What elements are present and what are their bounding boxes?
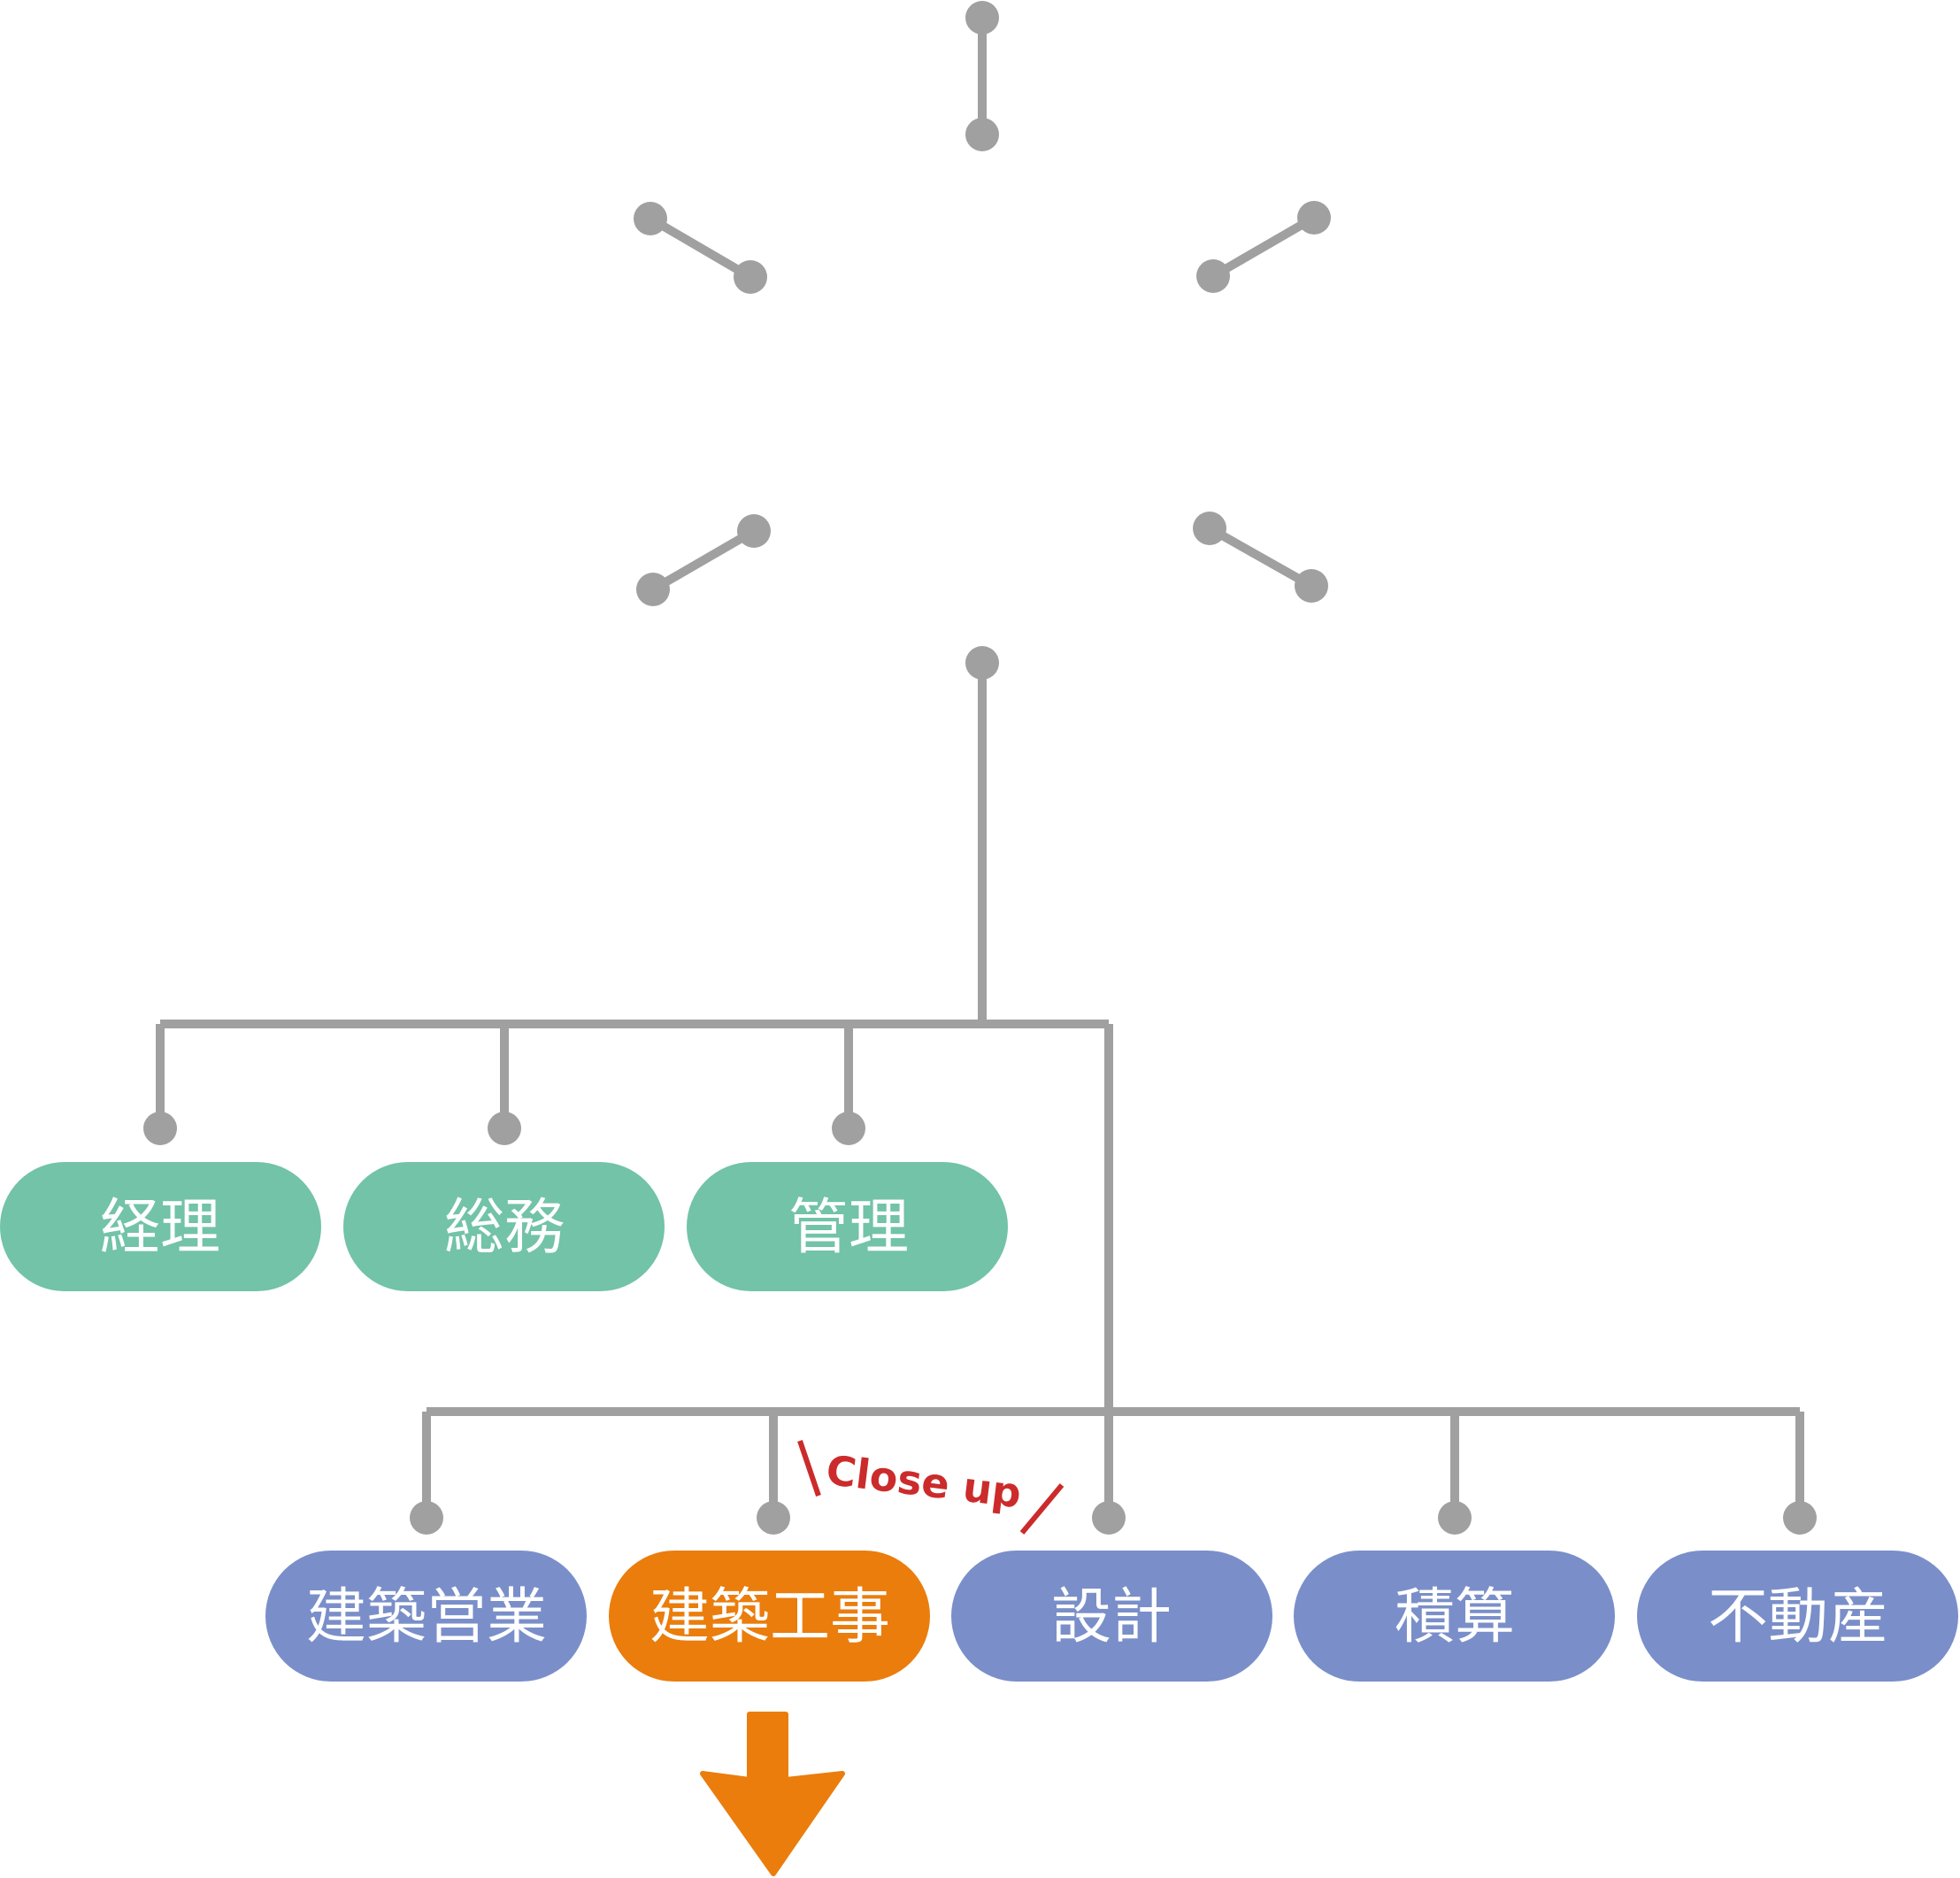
dept-kenchiku-eigyo: 建築営業 (265, 1551, 587, 1682)
connector-lower-left (636, 514, 771, 606)
dept-sekkei: 設計 (951, 1551, 1272, 1682)
tree-lines (143, 646, 1817, 1535)
closeup-label: Close up (824, 1446, 1024, 1518)
dept-kenchiku-koji-label: 建築工事 (649, 1582, 890, 1652)
dept-kanri: 管理 (687, 1162, 1008, 1291)
dept-kanri-label: 管理 (788, 1193, 909, 1263)
dept-sekisan-label: 積算 (1395, 1582, 1515, 1652)
dept-keiri: 経理 (0, 1162, 321, 1291)
dept-sekkei-label: 設計 (1051, 1582, 1172, 1652)
admin-departments: 経理 総務 管理 (0, 1162, 1008, 1291)
dept-fudosan: 不動産 (1637, 1551, 1958, 1682)
down-arrow-icon (700, 1712, 845, 1876)
closeup-annotation: Close up (797, 1440, 1065, 1535)
connector-upper-left (634, 202, 767, 294)
dept-kenchiku-koji: 建築工事 (609, 1551, 930, 1682)
closeup-right-slash (1019, 1483, 1065, 1535)
dept-sekisan: 積算 (1294, 1551, 1615, 1682)
dept-fudosan-label: 不動産 (1708, 1582, 1888, 1652)
dept-kenchiku-eigyo-label: 建築営業 (306, 1582, 547, 1652)
dept-somu-label: 総務 (444, 1193, 565, 1263)
connector-upper-right (1196, 201, 1331, 293)
radial-connectors (634, 1, 1331, 606)
connector-top (965, 1, 999, 151)
dept-somu: 総務 (343, 1162, 665, 1291)
dept-keiri-label: 経理 (100, 1193, 220, 1263)
closeup-left-slash (797, 1440, 821, 1497)
connector-lower-right (1193, 512, 1328, 603)
business-departments: 建築営業 建築工事 設計 積算 不動産 (265, 1551, 1958, 1682)
